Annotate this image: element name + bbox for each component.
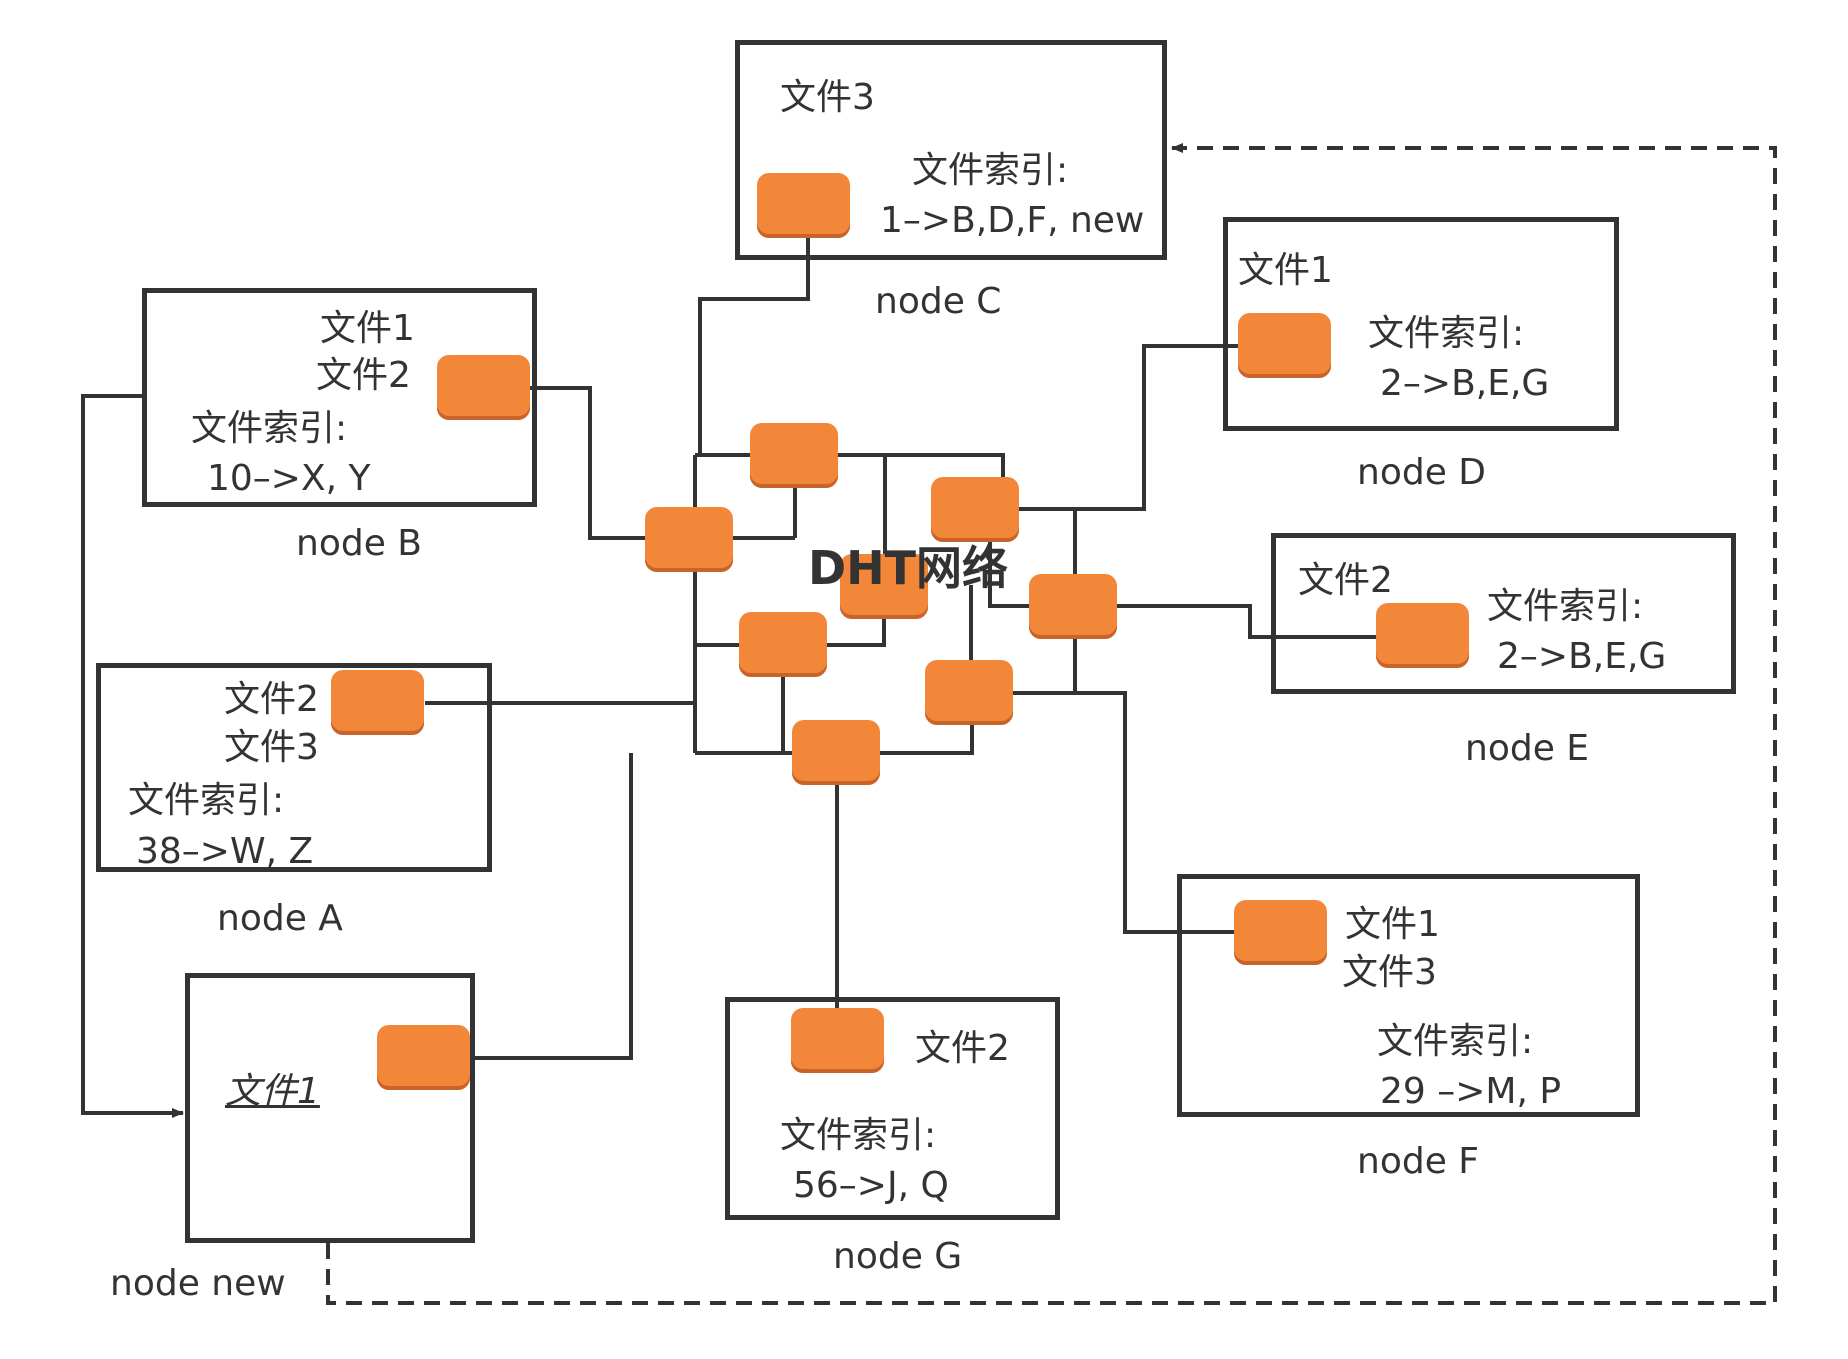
dht-peer[interactable] [1029, 574, 1117, 639]
link-node-e [1117, 604, 1376, 639]
node-new-box [185, 973, 475, 1243]
link-new-to-node-c-dashed [326, 143, 1777, 1305]
node-g-index-value: 56–>J, Q [793, 1165, 949, 1206]
node-a-box [96, 663, 492, 872]
link-dht-3-5b [988, 542, 1029, 608]
node-f-peer[interactable] [1234, 900, 1327, 965]
link-node-b [530, 386, 645, 540]
node-f-box [1177, 874, 1640, 1117]
link-dht-8-7 [880, 725, 974, 755]
node-f-label: node F [1357, 1141, 1479, 1182]
node-d-box [1223, 217, 1619, 431]
dht-peer[interactable] [792, 720, 880, 785]
node-b-box [142, 288, 537, 507]
node-f-index-value: 29 –>M, P [1380, 1071, 1562, 1112]
node-c-index-value: 1–>B,D,F, new [880, 200, 1145, 241]
dht-peer[interactable] [739, 612, 827, 677]
node-f-index-title: 文件索引: [1377, 1021, 1534, 1062]
node-d-index-title: 文件索引: [1368, 313, 1525, 354]
link-node-c [698, 238, 810, 455]
link-node-b-to-new [81, 394, 184, 1118]
node-new-label: node new [110, 1263, 286, 1304]
node-new-file-1: 文件1 [225, 1071, 320, 1112]
link-dht-4-6 [827, 618, 886, 647]
dht-network-title: DHT网络 [808, 541, 1009, 595]
node-d-label: node D [1357, 452, 1487, 493]
node-e-box [1271, 533, 1736, 694]
node-b-file-1: 文件1 [320, 308, 415, 349]
node-a-label: node A [217, 898, 343, 939]
node-c-peer[interactable] [757, 173, 850, 238]
node-d-index-value: 2–>B,E,G [1380, 363, 1550, 404]
node-new-peer[interactable] [377, 1025, 470, 1090]
node-g-file-1: 文件2 [915, 1028, 1010, 1069]
node-e-file-1: 文件2 [1298, 560, 1393, 601]
dht-peer[interactable] [840, 554, 928, 619]
node-a-index-title: 文件索引: [128, 780, 285, 821]
node-c-file-1: 文件3 [780, 77, 875, 118]
dht-peer[interactable] [931, 477, 1019, 542]
node-f-file-2: 文件3 [1342, 952, 1437, 993]
node-g-peer[interactable] [791, 1008, 884, 1073]
node-e-index-value: 2–>B,E,G [1497, 636, 1667, 677]
node-e-peer[interactable] [1376, 603, 1469, 668]
node-b-index-value: 10–>X, Y [207, 458, 371, 499]
node-d-file-1: 文件1 [1238, 250, 1333, 291]
node-b-file-2: 文件2 [316, 355, 411, 396]
node-g-label: node G [833, 1236, 963, 1277]
node-a-peer[interactable] [331, 670, 424, 735]
node-c-label: node C [875, 281, 1002, 322]
link-node-new [470, 753, 633, 1060]
node-e-label: node E [1465, 728, 1590, 769]
link-dht-1-3 [837, 453, 1005, 477]
dht-peer[interactable] [750, 423, 838, 488]
node-f-file-1: 文件1 [1345, 904, 1440, 945]
node-a-file-1: 文件2 [224, 679, 319, 720]
node-b-label: node B [296, 523, 422, 564]
node-g-index-title: 文件索引: [780, 1115, 937, 1156]
node-b-index-title: 文件索引: [191, 408, 348, 449]
link-node-d [1019, 344, 1238, 511]
node-c-index-title: 文件索引: [912, 150, 1069, 191]
dht-peer[interactable] [645, 507, 733, 572]
node-b-peer[interactable] [437, 355, 530, 420]
node-c-box [735, 40, 1167, 260]
node-a-index-value: 38–>W, Z [136, 831, 314, 872]
node-a-file-2: 文件3 [224, 727, 319, 768]
node-e-index-title: 文件索引: [1487, 586, 1644, 627]
node-d-peer[interactable] [1238, 313, 1331, 378]
dht-peer[interactable] [925, 660, 1013, 725]
node-g-box [725, 997, 1060, 1220]
